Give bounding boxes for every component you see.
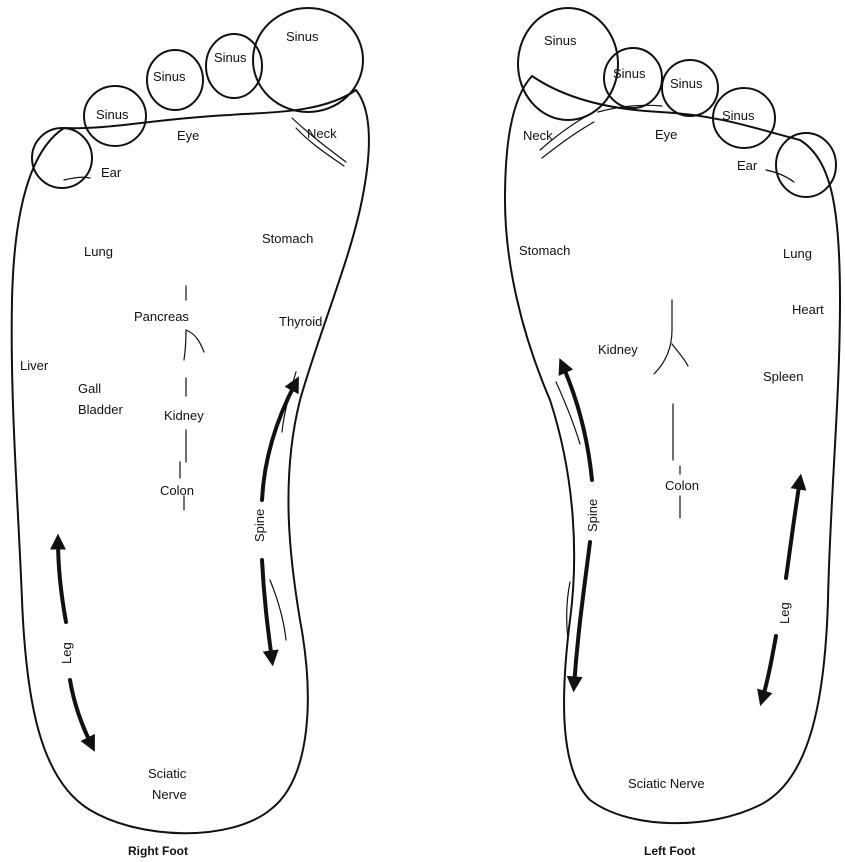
- right-foot-pancreas-curve: [184, 330, 204, 360]
- right-foot-label-sinus-3: Sinus: [153, 69, 186, 84]
- left-foot-leg-arrow-down: [762, 636, 776, 700]
- right-foot-label-leg: Leg: [59, 642, 74, 664]
- left-foot-label-sinus-3: Sinus: [670, 76, 703, 91]
- left-foot-label-spine: Spine: [585, 499, 600, 532]
- right-foot-label-nerve: Nerve: [152, 787, 187, 802]
- left-foot-kidney-line: [654, 300, 688, 374]
- right-foot-label-gall: Gall: [78, 381, 101, 396]
- right-foot-spine-arrow-up: [262, 382, 296, 500]
- right-foot-sole-outline: [12, 90, 369, 833]
- right-foot-label-lung: Lung: [84, 244, 113, 259]
- right-foot-label-colon: Colon: [160, 483, 194, 498]
- right-foot-leg-arrow-down: [70, 680, 92, 746]
- left-foot-colon-line: [673, 404, 680, 518]
- right-foot-label-spine: Spine: [252, 509, 267, 542]
- right-foot-ear-line: [64, 177, 90, 180]
- right-foot-leg-arrow-up: [58, 540, 66, 622]
- right-foot-label-sinus-4: Sinus: [96, 107, 129, 122]
- right-foot-label-pancreas: Pancreas: [134, 309, 189, 324]
- left-foot-label-stomach: Stomach: [519, 243, 570, 258]
- left-foot-toe-5: [776, 133, 836, 197]
- left-foot-spine-arrow-down: [574, 542, 590, 686]
- right-foot-toe-1: [253, 8, 363, 112]
- left-foot-label-ear: Ear: [737, 158, 758, 173]
- left-foot-label-eye: Eye: [655, 127, 677, 142]
- right-foot-label-liver: Liver: [20, 358, 49, 373]
- left-foot-label-sinus-4: Sinus: [722, 108, 755, 123]
- left-foot-label-leg: Leg: [777, 602, 792, 624]
- right-foot-label-stomach: Stomach: [262, 231, 313, 246]
- left-foot-label-sinus-2: Sinus: [613, 66, 646, 81]
- right-foot-caption: Right Foot: [128, 844, 188, 858]
- right-foot-label-bladder: Bladder: [78, 402, 123, 417]
- left-foot-label-heart: Heart: [792, 302, 824, 317]
- left-foot-toe-1: [518, 8, 618, 120]
- left-foot: Sinus Sinus Sinus Sinus Neck Eye Ear Sto…: [505, 8, 840, 858]
- left-foot-spine-line: [556, 382, 580, 640]
- right-foot: Sinus Sinus Sinus Sinus Eye Ear Neck Lun…: [12, 8, 369, 858]
- right-foot-label-kidney: Kidney: [164, 408, 204, 423]
- right-foot-label-sinus-1: Sinus: [286, 29, 319, 44]
- right-foot-label-sciatic: Sciatic: [148, 766, 187, 781]
- right-foot-toe-5: [32, 128, 92, 188]
- left-foot-label-neck: Neck: [523, 128, 553, 143]
- left-foot-label-kidney: Kidney: [598, 342, 638, 357]
- right-foot-label-sinus-2: Sinus: [214, 50, 247, 65]
- left-foot-label-spleen: Spleen: [763, 369, 803, 384]
- right-foot-label-thyroid: Thyroid: [279, 314, 322, 329]
- left-foot-label-sinus-1: Sinus: [544, 33, 577, 48]
- right-foot-spine-arrow-down: [262, 560, 272, 660]
- left-foot-label-sciatic-nerve: Sciatic Nerve: [628, 776, 705, 791]
- right-foot-label-neck: Neck: [307, 126, 337, 141]
- right-foot-label-eye: Eye: [177, 128, 199, 143]
- right-foot-label-ear: Ear: [101, 165, 122, 180]
- left-foot-label-colon: Colon: [665, 478, 699, 493]
- left-foot-leg-arrow-up: [786, 480, 800, 578]
- left-foot-caption: Left Foot: [644, 844, 695, 858]
- left-foot-label-lung: Lung: [783, 246, 812, 261]
